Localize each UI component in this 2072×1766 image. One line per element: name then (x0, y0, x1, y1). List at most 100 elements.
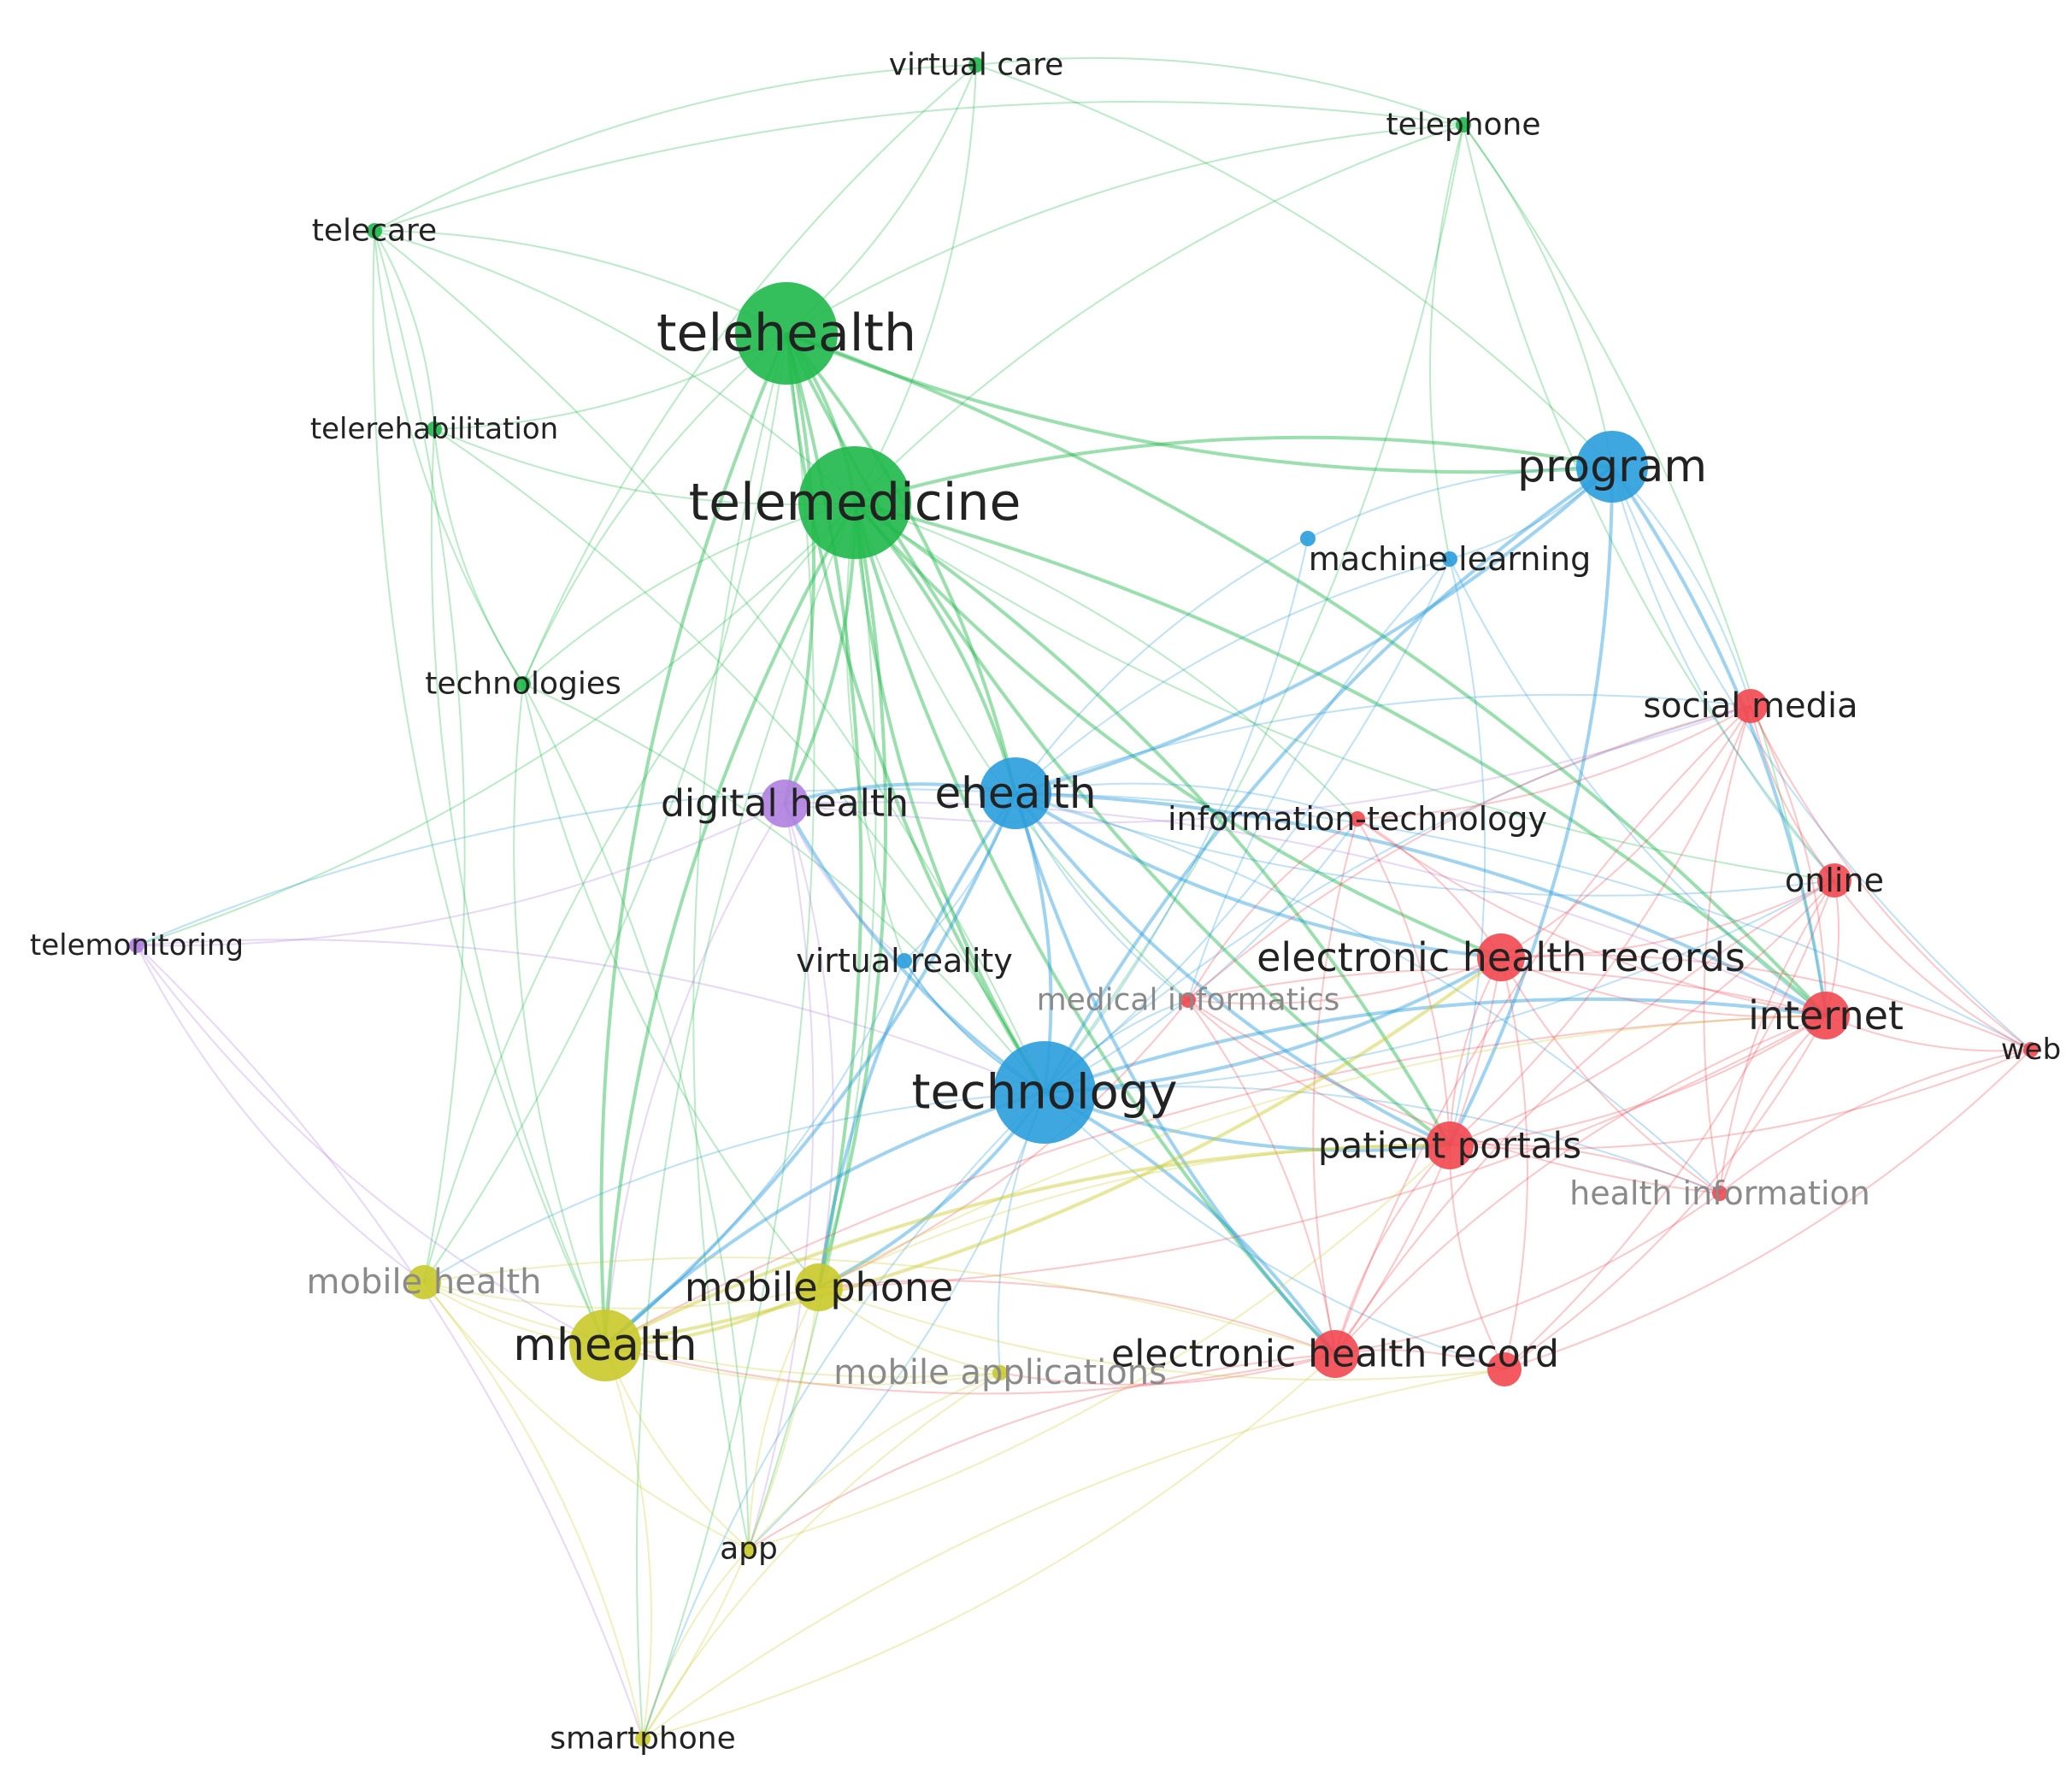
link-telemedicine-app (748, 502, 877, 1550)
link-digital-health-virtual-reality (784, 803, 905, 962)
node-internet[interactable] (1802, 992, 1850, 1039)
node-digital-health[interactable] (761, 780, 809, 827)
link-telemedicine-technology (853, 502, 1046, 1094)
node-telemedicine[interactable] (798, 446, 911, 559)
link-program-social-media (1611, 466, 1751, 707)
label-telemonitoring[interactable]: telemonitoring (30, 928, 244, 962)
link-telehealth-smartphone (642, 333, 815, 1740)
label-online[interactable]: online (1785, 862, 1884, 899)
label-mobile-applications[interactable]: mobile applications (833, 1353, 1167, 1392)
label-technologies[interactable]: technologies (425, 667, 621, 702)
link-digital-health-mobile-phone (784, 803, 834, 1288)
node-web[interactable] (2023, 1042, 2039, 1057)
node-patient-portals[interactable] (1426, 1121, 1474, 1169)
link-social-media-health-information (1703, 705, 1751, 1194)
link-technology-health-information (1044, 1086, 1721, 1194)
link-smartphone-ehr-b (642, 1369, 1505, 1740)
link-virtual-care-telecare (374, 64, 977, 232)
link-program-ehealth (1015, 465, 1614, 795)
link-social-media-patient-portals (1449, 705, 1751, 1146)
node-technology[interactable] (993, 1041, 1096, 1144)
label-telerehabilitation[interactable]: telerehabilitation (310, 412, 558, 446)
link-mobile-health-electronic-health-record (423, 1257, 1336, 1355)
node-ehealth[interactable] (980, 757, 1051, 829)
link-electronic-health-record-mobile-applications (999, 1353, 1336, 1386)
link-mhealth-mobile-applications (604, 1345, 1001, 1386)
label-telemedicine[interactable]: telemedicine (689, 473, 1021, 533)
node-technologies[interactable] (515, 676, 531, 692)
label-patient-portals[interactable]: patient portals (1318, 1125, 1581, 1167)
link-social-media-online (1750, 705, 1835, 881)
node-mobile-health[interactable] (407, 1265, 441, 1299)
link-electronic-health-records-patient-portals (1449, 957, 1502, 1146)
node-telemonitoring[interactable] (129, 938, 144, 953)
link-program-internet (1610, 465, 1828, 1016)
link-web-electronic-health-records (1500, 954, 2032, 1051)
label-electronic-health-record[interactable]: electronic health record (1111, 1333, 1559, 1376)
node-mobile-phone[interactable] (795, 1263, 843, 1311)
node-mobile-applications[interactable] (992, 1365, 1008, 1380)
node-medical-informatics[interactable] (1180, 992, 1196, 1008)
label-medical-informatics[interactable]: medical informatics (1037, 983, 1340, 1018)
label-smartphone[interactable]: smartphone (550, 1722, 735, 1757)
label-telecare[interactable]: telecare (312, 214, 437, 249)
link-telephone-program (1463, 124, 1613, 468)
label-telehealth[interactable]: telehealth (656, 303, 916, 363)
link-telemedicine-telerehabilitation (433, 428, 856, 506)
node-health-information[interactable] (1712, 1186, 1728, 1201)
label-virtual-reality[interactable]: virtual reality (796, 942, 1013, 980)
node-ehr-b[interactable] (1487, 1352, 1522, 1386)
label-health-information[interactable]: health information (1569, 1174, 1870, 1212)
node-information-technology[interactable] (1350, 811, 1365, 827)
link-internet-electronic-health-record (1334, 1015, 1827, 1355)
node-mhealth[interactable] (569, 1310, 641, 1381)
label-virtual-care[interactable]: virtual care (889, 48, 1064, 83)
label-social-media[interactable]: social media (1643, 686, 1857, 726)
label-app[interactable]: app (720, 1532, 778, 1567)
link-program-technology (1043, 465, 1614, 1093)
link-technology-internet (1044, 997, 1827, 1094)
node-electronic-health-records[interactable] (1477, 933, 1525, 981)
node-machine-learning[interactable] (1442, 551, 1457, 567)
link-ehealth-internet (1015, 792, 1827, 1017)
label-electronic-health-records[interactable]: electronic health records (1257, 934, 1745, 980)
label-mobile-health[interactable]: mobile health (307, 1263, 542, 1302)
link-telemedicine-electronic-health-records (853, 501, 1502, 959)
node-smartphone[interactable] (635, 1731, 650, 1746)
link-telephone-technology (1044, 124, 1464, 1093)
link-internet-ehr-b (1504, 1015, 1827, 1370)
link-mhealth-electronic-health-records (604, 956, 1503, 1347)
label-technology[interactable]: technology (912, 1065, 1178, 1121)
label-mobile-phone[interactable]: mobile phone (685, 1264, 954, 1310)
label-mhealth[interactable]: mhealth (513, 1320, 697, 1371)
label-program[interactable]: program (1517, 441, 1707, 492)
link-telephone-telecare (374, 100, 1464, 232)
link-technology-electronic-health-records (1044, 956, 1502, 1094)
node-virtual-care[interactable] (968, 57, 984, 73)
label-ehealth[interactable]: ehealth (934, 768, 1096, 818)
node-telehealth[interactable] (735, 282, 838, 385)
node-telerehabilitation[interactable] (427, 421, 442, 437)
node-telephone[interactable] (1456, 117, 1471, 132)
node-electronic-health-record[interactable] (1311, 1330, 1359, 1378)
link-telephone-online (1463, 124, 1835, 881)
label-information-technology[interactable]: information-technology (1168, 800, 1547, 838)
link-technology-information-technology (1044, 818, 1358, 1093)
node-online[interactable] (1817, 863, 1851, 898)
node-machine-learning-a[interactable] (1300, 531, 1316, 546)
node-program[interactable] (1576, 431, 1648, 503)
node-social-media[interactable] (1734, 689, 1768, 723)
label-internet[interactable]: internet (1748, 992, 1904, 1039)
label-digital-health[interactable]: digital health (661, 782, 909, 826)
link-social-media-web (1750, 705, 2032, 1051)
label-telephone[interactable]: telephone (1386, 108, 1540, 143)
node-app[interactable] (741, 1541, 756, 1557)
link-telehealth-app (692, 333, 787, 1550)
node-virtual-reality[interactable] (897, 953, 912, 968)
node-telecare[interactable] (367, 223, 382, 238)
label-machine-learning[interactable]: machine learning (1309, 540, 1591, 578)
link-telemedicine-smartphone (635, 502, 856, 1740)
label-web[interactable]: web (2001, 1033, 2061, 1067)
link-internet-mobile-phone (818, 1015, 1827, 1288)
link-online-web (1834, 880, 2032, 1051)
